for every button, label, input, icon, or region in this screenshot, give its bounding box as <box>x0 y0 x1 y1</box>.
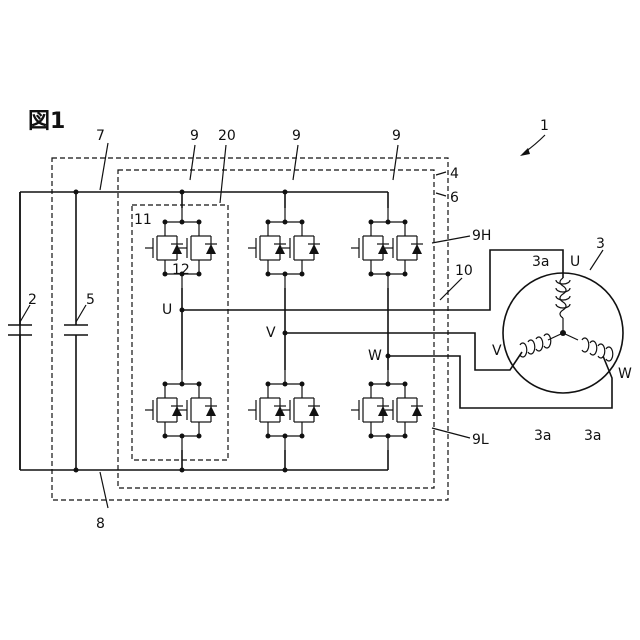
coil-w <box>563 333 613 361</box>
wire-v <box>285 333 522 370</box>
ref-low-side: 9L <box>472 432 489 448</box>
ref-positive-bus: 7 <box>96 128 105 144</box>
switch-unit-wh <box>351 208 423 288</box>
phase-label-u-motor: U <box>570 254 580 270</box>
ref-diode: 12 <box>172 262 190 278</box>
leader-3 <box>590 250 603 270</box>
switch-unit-vh <box>248 208 320 288</box>
leader-8 <box>100 472 108 508</box>
figure-title: 図1 <box>28 109 65 134</box>
leader-7 <box>100 143 108 190</box>
leader-5 <box>76 305 86 322</box>
ref-coil-left: 3a <box>534 428 552 444</box>
leader-20 <box>220 145 226 203</box>
leader-9l <box>432 428 470 438</box>
module-boundary <box>132 205 228 460</box>
board-boundary <box>118 170 434 488</box>
ref-module: 20 <box>218 128 236 144</box>
node-cap5-top <box>74 190 79 195</box>
leader-10 <box>440 278 462 300</box>
ref-motor: 3 <box>596 236 605 252</box>
switch-unit-ul <box>145 370 217 450</box>
ref-leg-v: 9 <box>292 128 301 144</box>
phase-label-v-inverter: V <box>266 325 276 341</box>
coil-v <box>520 333 563 357</box>
motor-neutral-point <box>560 330 566 336</box>
wire-u <box>182 250 563 310</box>
leader-9b <box>293 145 298 180</box>
node-v-bottom <box>283 468 288 473</box>
leader-9h <box>432 236 470 243</box>
ref-wiring: 10 <box>455 263 473 279</box>
ref-board: 6 <box>450 190 459 206</box>
ref-device: 1 <box>540 118 549 134</box>
ref-high-side: 9H <box>472 228 491 244</box>
phase-label-w-motor: W <box>618 366 632 382</box>
leader-9a <box>190 145 195 180</box>
leader-6 <box>436 193 446 196</box>
switch-unit-vl <box>248 370 320 450</box>
ref-leg-w: 9 <box>392 128 401 144</box>
ref-negative-bus: 8 <box>96 516 105 532</box>
leader-4 <box>436 172 446 175</box>
ref-leg-u: 9 <box>190 128 199 144</box>
phase-label-w-inverter: W <box>368 348 382 364</box>
phase-label-u-inverter: U <box>162 302 172 318</box>
ref-coil-top: 3a <box>532 254 550 270</box>
coil-u <box>556 278 570 333</box>
wire-w <box>388 356 612 408</box>
node-cap5-bottom <box>74 468 79 473</box>
ref-switch: 11 <box>134 212 152 228</box>
ref-capacitor-5: 5 <box>86 292 95 308</box>
phase-label-v-motor: V <box>492 343 502 359</box>
ref-capacitor: 2 <box>28 292 37 308</box>
ref-housing: 4 <box>450 166 459 182</box>
switch-unit-wl <box>351 370 423 450</box>
node-u-bottom <box>180 468 185 473</box>
leader-9c <box>393 145 398 180</box>
ref-coil-right: 3a <box>584 428 602 444</box>
